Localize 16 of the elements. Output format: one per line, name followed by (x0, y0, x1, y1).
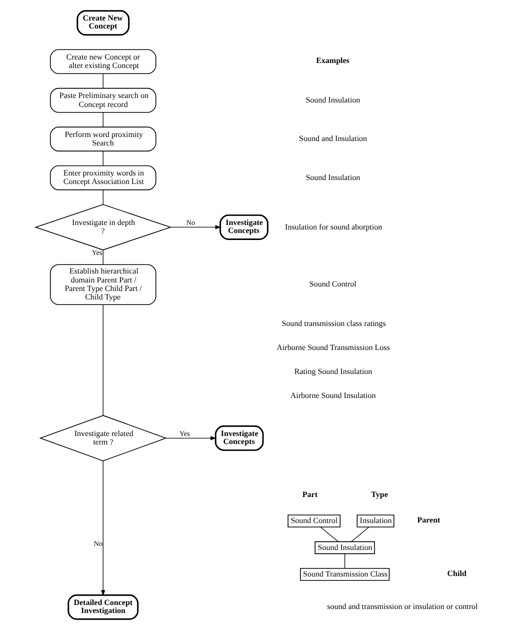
edge-label: No (93, 539, 102, 548)
connector (102, 190, 103, 205)
connector (102, 112, 103, 128)
connector (320, 526, 338, 542)
arrow (165, 436, 216, 440)
connector (102, 73, 103, 89)
arrow (100, 460, 105, 596)
connector (102, 150, 103, 166)
connector (102, 250, 103, 265)
arrow (170, 225, 221, 230)
connector (102, 304, 103, 416)
connector (350, 526, 369, 542)
connector (344, 553, 345, 569)
edge-label: Yes (178, 429, 190, 438)
edge-label: No (186, 218, 195, 228)
edge-label: Yes (91, 248, 102, 258)
